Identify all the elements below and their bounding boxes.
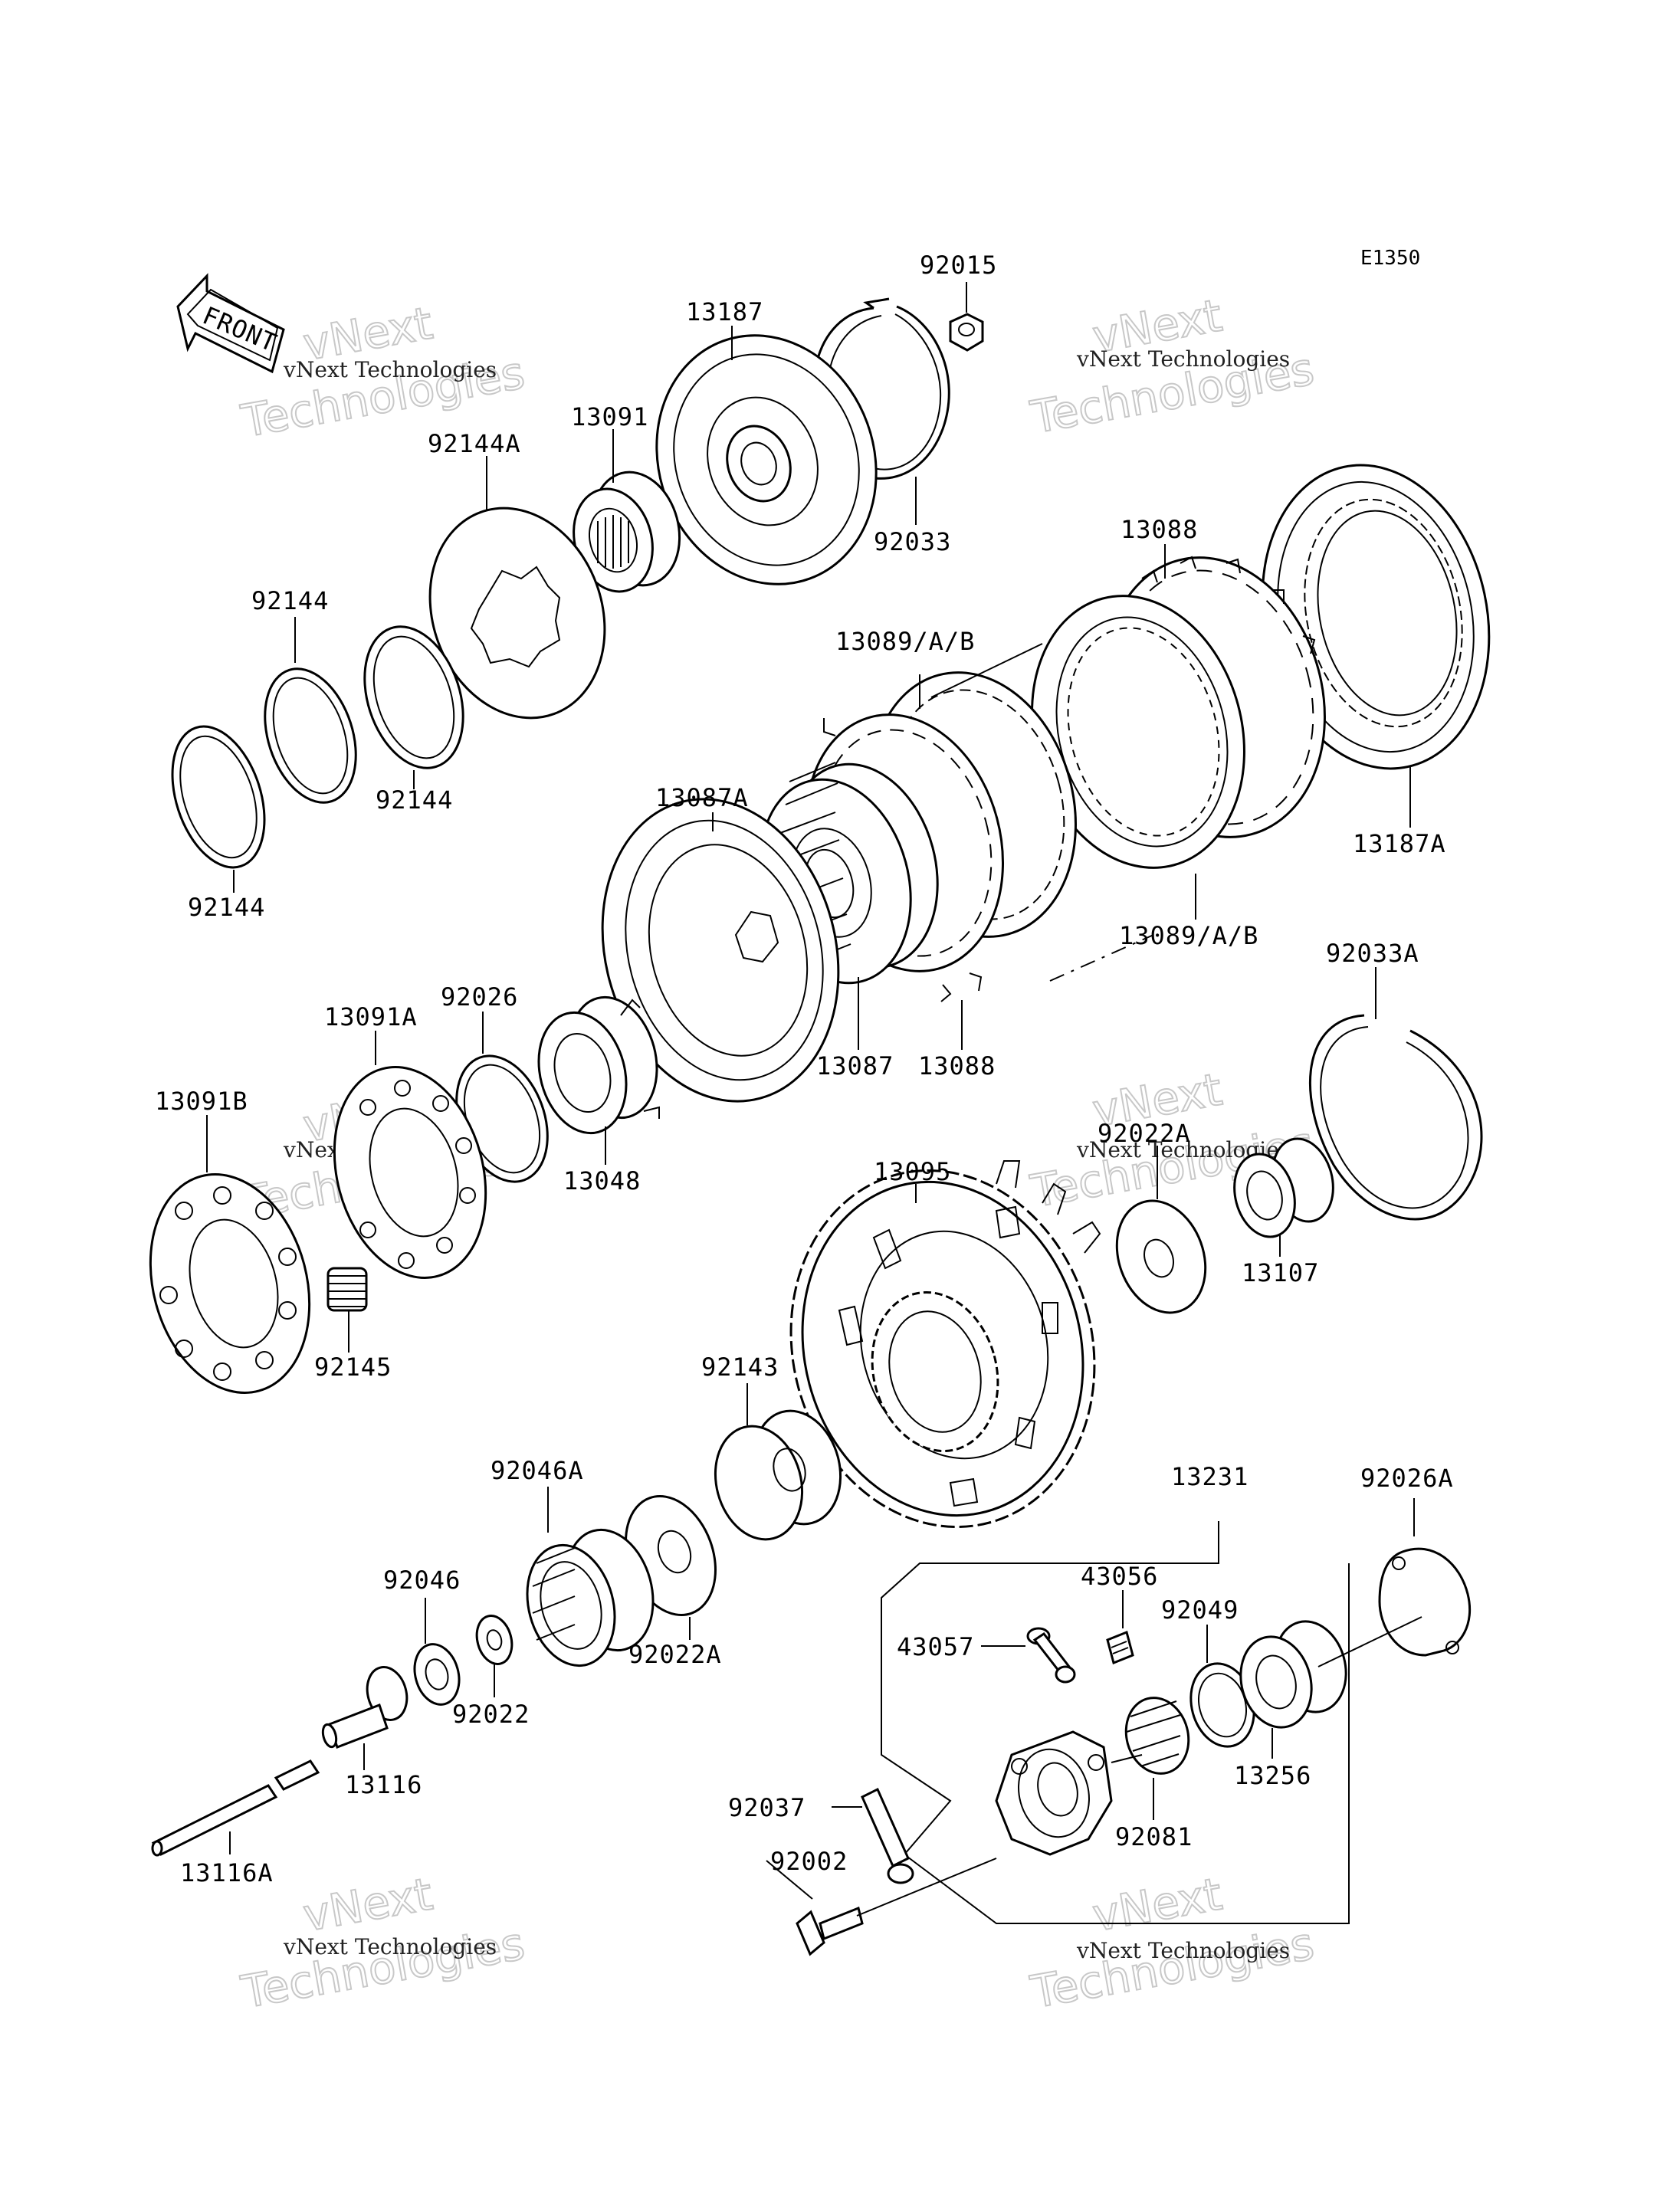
diagram-code: E1350: [1360, 247, 1420, 270]
label-92022A-top: 92022A: [1098, 1119, 1191, 1148]
watermark-big-1: vNext: [300, 1867, 437, 1941]
part-92144-washer-3: [171, 725, 266, 893]
label-13116A: 13116A: [180, 1858, 274, 1887]
label-13089AB-bottom: 13089/A/B: [1119, 921, 1258, 950]
part-13087A-plate: [601, 798, 840, 1103]
part-43056-bleeder: [1106, 1590, 1134, 1665]
watermark-big-2: Technologies: [1027, 1917, 1318, 2018]
part-13116A-rod: [151, 1759, 320, 1857]
label-13091A: 13091A: [324, 1002, 418, 1031]
label-92145: 92145: [314, 1353, 392, 1382]
part-92026A-gasket: [1317, 1498, 1472, 1667]
label-92015: 92015: [920, 251, 997, 280]
label-92033: 92033: [874, 527, 951, 556]
part-92046A-bearing: [526, 1487, 655, 1667]
label-13187A: 13187A: [1353, 829, 1446, 858]
label-13091: 13091: [571, 402, 648, 431]
part-release-cylinder: [995, 1730, 1143, 1856]
part-43057-cap: [981, 1627, 1076, 1684]
part-92022A-washer-top: [1115, 1146, 1207, 1314]
label-92144-1: 92144: [251, 586, 329, 615]
label-92022: 92022: [452, 1700, 530, 1729]
label-13256: 13256: [1234, 1761, 1311, 1790]
part-13091B-plate: [149, 1115, 311, 1394]
label-13088-top: 13088: [1121, 515, 1198, 544]
label-43056: 43056: [1081, 1562, 1158, 1591]
part-92144-washer-1: [363, 625, 464, 789]
part-92002-bolt: [766, 1858, 997, 1956]
label-92046: 92046: [383, 1566, 461, 1595]
part-92022-washer: [475, 1615, 514, 1697]
label-92037: 92037: [728, 1793, 806, 1822]
label-92022A-bottom: 92022A: [628, 1640, 722, 1669]
label-92144-2: 92144: [376, 785, 453, 815]
watermark-small: vNext Technologies: [283, 357, 497, 382]
label-92026: 92026: [441, 982, 518, 1012]
watermark-big-1: vNext: [1089, 1867, 1226, 1941]
part-13091-hub: [573, 429, 681, 593]
part-13256-piston: [1239, 1620, 1347, 1759]
front-arrow-icon: FRONT: [176, 273, 285, 374]
label-13116: 13116: [345, 1770, 422, 1799]
label-92046A: 92046A: [491, 1456, 584, 1485]
watermark-bottom-left: vNext Technologies vNext Technologies: [237, 1867, 530, 2019]
label-92026A: 92026A: [1360, 1464, 1454, 1493]
part-92015-nut: [949, 282, 984, 352]
part-92037-clamp: [832, 1787, 914, 1884]
watermark-small: vNext Technologies: [1076, 1938, 1290, 1963]
watermark-top-right: vNext Technologies vNext Technologies: [1026, 288, 1319, 444]
label-13187: 13187: [686, 297, 763, 326]
part-92144-washer-2: [264, 617, 357, 804]
watermark-top-left: vNext Technologies vNext Technologies: [237, 296, 530, 448]
part-13231-release-assembly: [881, 1521, 1350, 1924]
label-92144-3: 92144: [188, 893, 265, 922]
label-92033A: 92033A: [1326, 939, 1419, 968]
part-92145-spring: [326, 1267, 368, 1353]
watermark-bottom-right: vNext Technologies vNext Technologies: [1026, 1867, 1319, 2019]
part-13116-rod: [321, 1666, 409, 1770]
part-92081-boot: [1124, 1697, 1190, 1820]
watermark-small: vNext Technologies: [283, 1934, 497, 1959]
part-92046-bearing: [413, 1598, 461, 1706]
label-43057: 43057: [897, 1632, 974, 1661]
part-13187-pressure-plate: [655, 326, 878, 585]
watermark-small: vNext Technologies: [1076, 346, 1290, 372]
label-92049: 92049: [1161, 1595, 1239, 1625]
part-13095-clutch-housing: [789, 1160, 1101, 1529]
part-92033A-circlip: [1308, 967, 1483, 1221]
label-13088-bottom: 13088: [918, 1051, 996, 1080]
watermark-big-2: Technologies: [238, 1917, 529, 2018]
part-13091A-plate: [333, 1031, 487, 1279]
part-13048-sleeve: [537, 995, 660, 1165]
label-13048: 13048: [563, 1166, 641, 1195]
part-13107-collar: [1233, 1137, 1334, 1257]
label-13091B: 13091B: [155, 1087, 248, 1116]
label-92143: 92143: [701, 1353, 779, 1382]
label-13087: 13087: [816, 1051, 894, 1080]
label-13089AB-top: 13089/A/B: [835, 627, 975, 656]
label-92081: 92081: [1115, 1822, 1193, 1851]
label-13107: 13107: [1242, 1258, 1319, 1287]
label-92144A: 92144A: [428, 429, 521, 458]
label-13231: 13231: [1171, 1462, 1249, 1491]
part-92049-seal: [1189, 1625, 1255, 1748]
part-92144A-plate: [428, 456, 606, 720]
label-13087A: 13087A: [655, 783, 749, 812]
label-92002: 92002: [770, 1847, 848, 1876]
label-13095: 13095: [874, 1157, 951, 1186]
part-92143-collar: [714, 1383, 842, 1541]
